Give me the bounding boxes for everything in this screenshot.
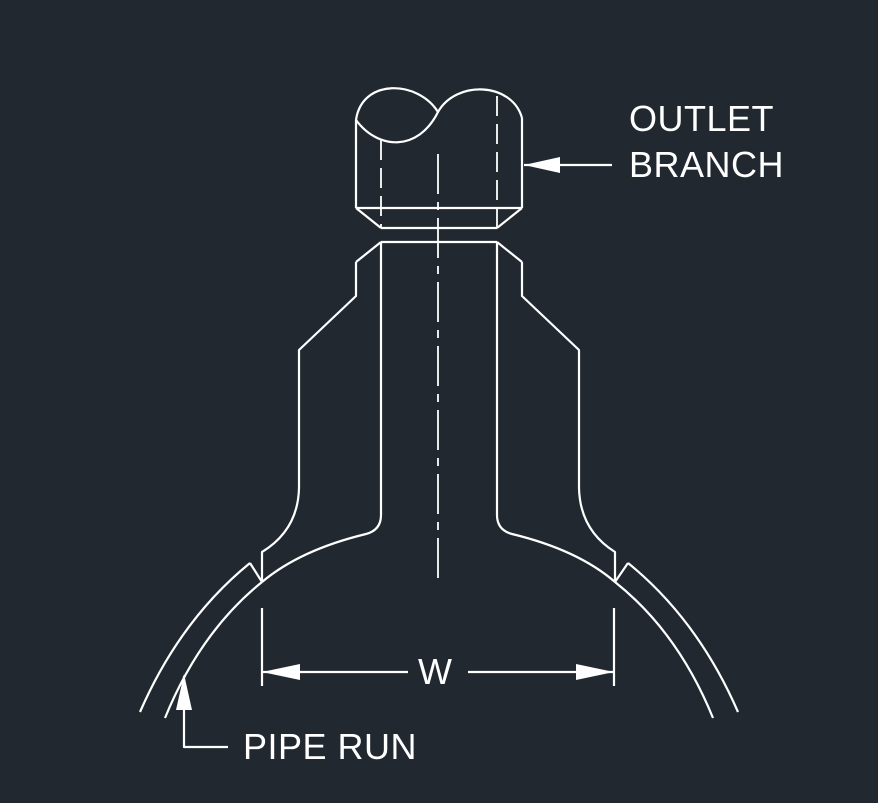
olet-bore-left — [261, 242, 383, 583]
pipe-outer-arc-right — [627, 562, 740, 713]
olet-bore-right — [495, 242, 616, 583]
olet-bevel-left — [355, 241, 382, 263]
outlet-branch-label-line2: BRANCH — [629, 144, 785, 185]
pipe-run-leader — [176, 674, 228, 749]
pipe-cut-left — [249, 562, 263, 583]
branch-bevel-left — [355, 207, 382, 229]
pipe-run — [138, 562, 740, 719]
outlet-branch-label-line1: OUTLET — [629, 98, 775, 139]
outlet-branch-pipe — [354, 87, 524, 230]
outlet-leader — [524, 157, 612, 173]
pipe-inner-arc-right — [614, 581, 715, 719]
olet-outer-left — [260, 262, 358, 582]
width-label: W — [418, 651, 453, 692]
dim-arrow-left — [262, 664, 300, 680]
branch-bevel-right — [496, 207, 523, 229]
olet-bevel-right — [496, 241, 523, 263]
dim-arrow-right — [576, 664, 614, 680]
pipe-cut-right — [614, 562, 629, 583]
branch-break-inner — [355, 111, 439, 144]
olet-fitting — [260, 154, 617, 583]
outlet-leader-arrow — [524, 157, 560, 173]
pipe-outer-arc-left — [138, 562, 251, 713]
pipe-run-leader-line — [182, 676, 228, 749]
pipe-run-leader-arrow — [176, 674, 192, 710]
pipe-run-label: PIPE RUN — [243, 726, 418, 767]
width-dimension — [260, 608, 616, 686]
pipe-inner-arc-left — [163, 581, 263, 719]
olet-outer-right — [520, 262, 617, 582]
